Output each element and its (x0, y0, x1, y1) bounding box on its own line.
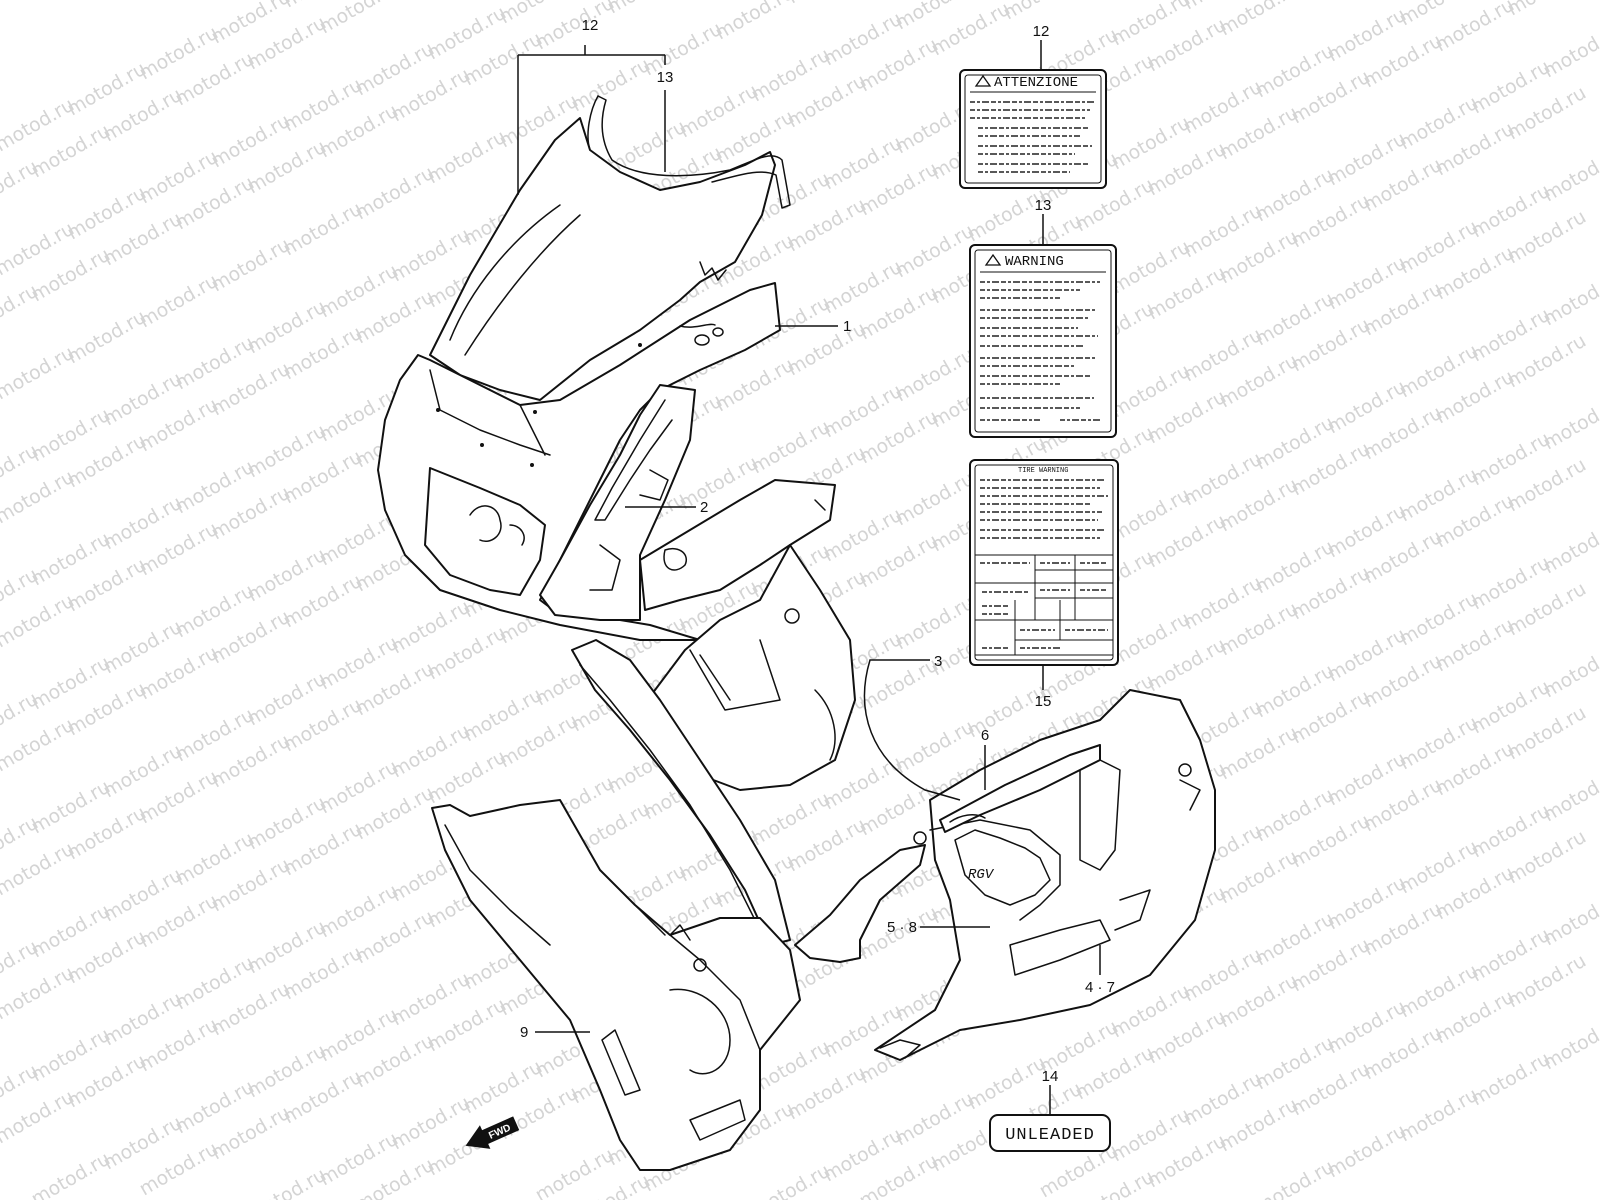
watermark-text: motod.ru (1540, 640, 1600, 703)
callout-13: 13 (1035, 197, 1052, 214)
callout-5-8: 5 · 8 (887, 919, 917, 936)
callout-11: 13 (657, 69, 674, 86)
watermark-text: motod.ru (244, 1164, 330, 1200)
tire-text-block (980, 479, 1108, 539)
watermark-text: motod.ru (1540, 144, 1600, 207)
watermark-text: motod.ru (1540, 516, 1600, 579)
warning-triangle-icon (984, 253, 1002, 266)
callout-14: 14 (1042, 1068, 1059, 1085)
watermark-text: motod.ru (1540, 20, 1600, 83)
inner-panel-part[interactable] (571, 544, 856, 946)
callout-2: 2 (700, 499, 708, 516)
watermark-text: motod.ru (1540, 392, 1600, 455)
callout-9: 9 (520, 1024, 528, 1041)
callout-15: 15 (1035, 693, 1052, 710)
tire-pressure-table (974, 554, 1114, 656)
callout-3: 3 (934, 653, 942, 670)
watermark-text: motod.ru (1540, 1012, 1600, 1075)
leader-lines (517, 40, 1101, 1115)
side-logo-text: RGV (968, 867, 995, 883)
callout-4-7: 4 · 7 (1085, 979, 1115, 996)
watermark-text: motod.ru (1216, 0, 1302, 40)
watermark-text: motod.ru (1504, 0, 1590, 20)
watermark-text: motod.ru (532, 0, 618, 54)
callout-1: 1 (843, 318, 851, 335)
warning-triangle-icon (974, 74, 992, 87)
warning-title: WARNING (1005, 254, 1064, 270)
callout-numbers: 12 13 12 13 15 14 1 2 3 6 5 · 8 4 · 7 9 (520, 17, 1115, 1085)
callout-12: 12 (1033, 23, 1050, 40)
watermark-text: motod.ru (316, 0, 402, 38)
upper-cowling-part[interactable] (377, 282, 781, 641)
callout-10: 12 (582, 17, 599, 34)
unleaded-label-part[interactable]: UNLEADED (989, 1114, 1111, 1152)
watermark-text: motod.ru (1432, 0, 1518, 56)
lower-cowl-right-part[interactable]: RGV (794, 689, 1216, 1061)
watermark-text: motod.ru (712, 0, 798, 44)
unleaded-text: UNLEADED (1005, 1126, 1095, 1145)
tire-label-part[interactable]: TIRE WARNING (969, 459, 1119, 666)
watermark-text: motod.ru (1540, 268, 1600, 331)
watermark-text: motod.ru (1540, 764, 1600, 827)
watermark-text: motod.ru (1000, 0, 1086, 24)
lower-cowl-left-part[interactable] (431, 799, 801, 1171)
side-decal-part[interactable] (539, 384, 836, 621)
watermark-text: motod.ru (784, 0, 870, 8)
attenzione-title: ATTENZIONE (994, 75, 1078, 91)
watermark-text: motod.ru (388, 0, 474, 2)
attenzione-label-part[interactable]: ATTENZIONE (959, 69, 1107, 189)
watermark-text: motod.ru (1288, 0, 1374, 4)
tire-label-header: TIRE WARNING (1018, 467, 1068, 475)
watermark-text: motod.ru (604, 0, 690, 18)
attenzione-text-block (970, 101, 1095, 173)
watermark-text: motod.ru (1540, 888, 1600, 951)
callout-6: 6 (981, 727, 989, 744)
windscreen-part[interactable] (429, 95, 791, 401)
warning-text-block (980, 281, 1100, 421)
warning-label-part[interactable]: WARNING (969, 244, 1117, 438)
